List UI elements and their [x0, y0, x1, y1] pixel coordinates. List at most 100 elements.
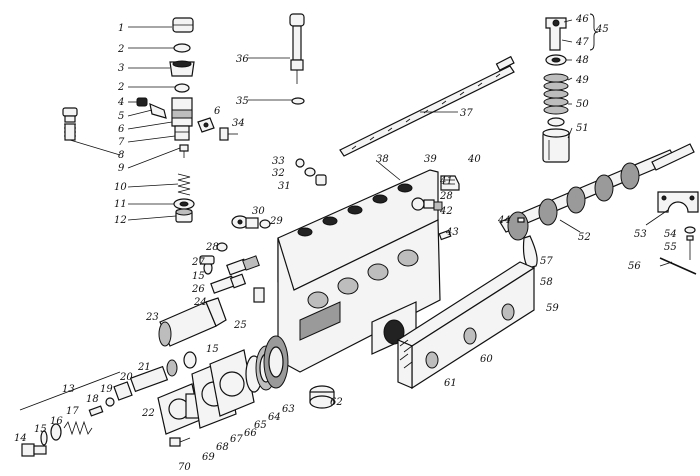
label-57: 57: [540, 256, 553, 267]
label-7: 7: [118, 137, 125, 148]
label-69: 69: [202, 452, 215, 463]
label-41: 41: [439, 176, 453, 187]
label-11: 11: [114, 199, 127, 210]
label-58: 58: [540, 277, 553, 288]
washer-part: [183, 351, 197, 369]
fitting-part: [411, 197, 443, 211]
bolt-part: [219, 127, 238, 141]
flange-part: [157, 383, 203, 435]
pin-part: [88, 405, 104, 417]
label-6: 6: [118, 124, 125, 135]
label-24: 24: [193, 297, 207, 308]
label-70: 70: [178, 462, 191, 473]
drive-pin-part: [659, 257, 697, 275]
label-49: 49: [575, 75, 589, 86]
label-16: 16: [50, 416, 63, 427]
label-28b: 28: [205, 242, 219, 253]
label-18: 18: [86, 394, 99, 405]
label-21: 21: [137, 362, 151, 373]
label-29: 29: [269, 216, 283, 227]
fitting-part: [231, 215, 259, 229]
plunger-base-part: [175, 208, 193, 223]
union-fitting-part: [158, 297, 227, 347]
adjuster-part: [545, 17, 567, 51]
washer-part: [173, 43, 191, 53]
label-43: 43: [445, 227, 459, 238]
label-64: 64: [268, 412, 281, 423]
label-17: 17: [66, 406, 79, 417]
label-2b: 2: [117, 82, 124, 93]
label-37: 37: [460, 108, 473, 119]
label-33: 33: [272, 156, 285, 167]
label-67: 67: [230, 434, 243, 445]
label-53: 53: [634, 229, 647, 240]
leader-lines: [69, 19, 673, 267]
label-30: 30: [252, 206, 265, 217]
spring-part: [177, 173, 191, 196]
label-28: 28: [439, 191, 453, 202]
label-1: 1: [118, 23, 124, 34]
stud-part: [686, 235, 694, 260]
label-51: 51: [576, 123, 589, 134]
spring-stud-part: [62, 107, 78, 141]
key-part: [517, 217, 525, 223]
label-39: 39: [424, 154, 437, 165]
label-23: 23: [145, 312, 159, 323]
label-19: 19: [100, 384, 113, 395]
label-25: 25: [233, 320, 247, 331]
screw-part: [169, 437, 191, 447]
label-56: 56: [628, 261, 641, 272]
washer-part: [259, 219, 271, 229]
label-20: 20: [119, 372, 133, 383]
label-42: 42: [439, 206, 453, 217]
bracket-part: [197, 117, 215, 133]
label-27: 27: [191, 257, 205, 268]
side-cover-part: [396, 261, 536, 390]
label-62: 62: [330, 397, 343, 408]
label-63: 63: [282, 404, 295, 415]
label-10: 10: [114, 182, 127, 193]
label-38: 38: [376, 154, 389, 165]
cap-plug-part: [309, 385, 335, 409]
label-54: 54: [664, 229, 677, 240]
control-rack-part: [339, 55, 515, 157]
valve-body-part: [113, 381, 133, 401]
pump-housing-part: [277, 169, 441, 373]
label-60: 60: [480, 354, 493, 365]
screw-part: [199, 255, 215, 265]
plunger-spring-part: [543, 73, 569, 115]
washer-part: [40, 430, 48, 446]
label-4: 4: [117, 97, 124, 108]
label-12: 12: [114, 215, 127, 226]
tappet-part: [542, 128, 570, 163]
bearing-cap-part: [657, 191, 699, 213]
label-34: 34: [232, 118, 245, 129]
label-15c: 15: [206, 344, 219, 355]
label-65: 65: [254, 420, 267, 431]
cup-part: [50, 423, 62, 441]
label-32: 32: [272, 168, 285, 179]
ring-part: [291, 97, 305, 105]
label-9: 9: [118, 163, 125, 174]
screw-part: [179, 144, 189, 158]
label-14: 14: [14, 433, 27, 444]
label-61: 61: [444, 378, 457, 389]
upper-seat-part: [545, 54, 567, 66]
label-22: 22: [141, 408, 155, 419]
label-68: 68: [216, 442, 229, 453]
washer-part: [684, 226, 696, 234]
label-52: 52: [578, 232, 591, 243]
label-2: 2: [117, 44, 124, 55]
bleed-screw-part: [295, 158, 327, 186]
ball-part: [105, 397, 115, 407]
washer-part: [174, 83, 190, 93]
group-brace: [589, 13, 599, 51]
label-8: 8: [118, 150, 124, 161]
label-36: 36: [236, 54, 249, 65]
label-44: 44: [497, 215, 511, 226]
label-15: 15: [34, 424, 47, 435]
label-48: 48: [575, 55, 589, 66]
spring-part: [63, 420, 93, 436]
gasket-part: [209, 349, 255, 417]
